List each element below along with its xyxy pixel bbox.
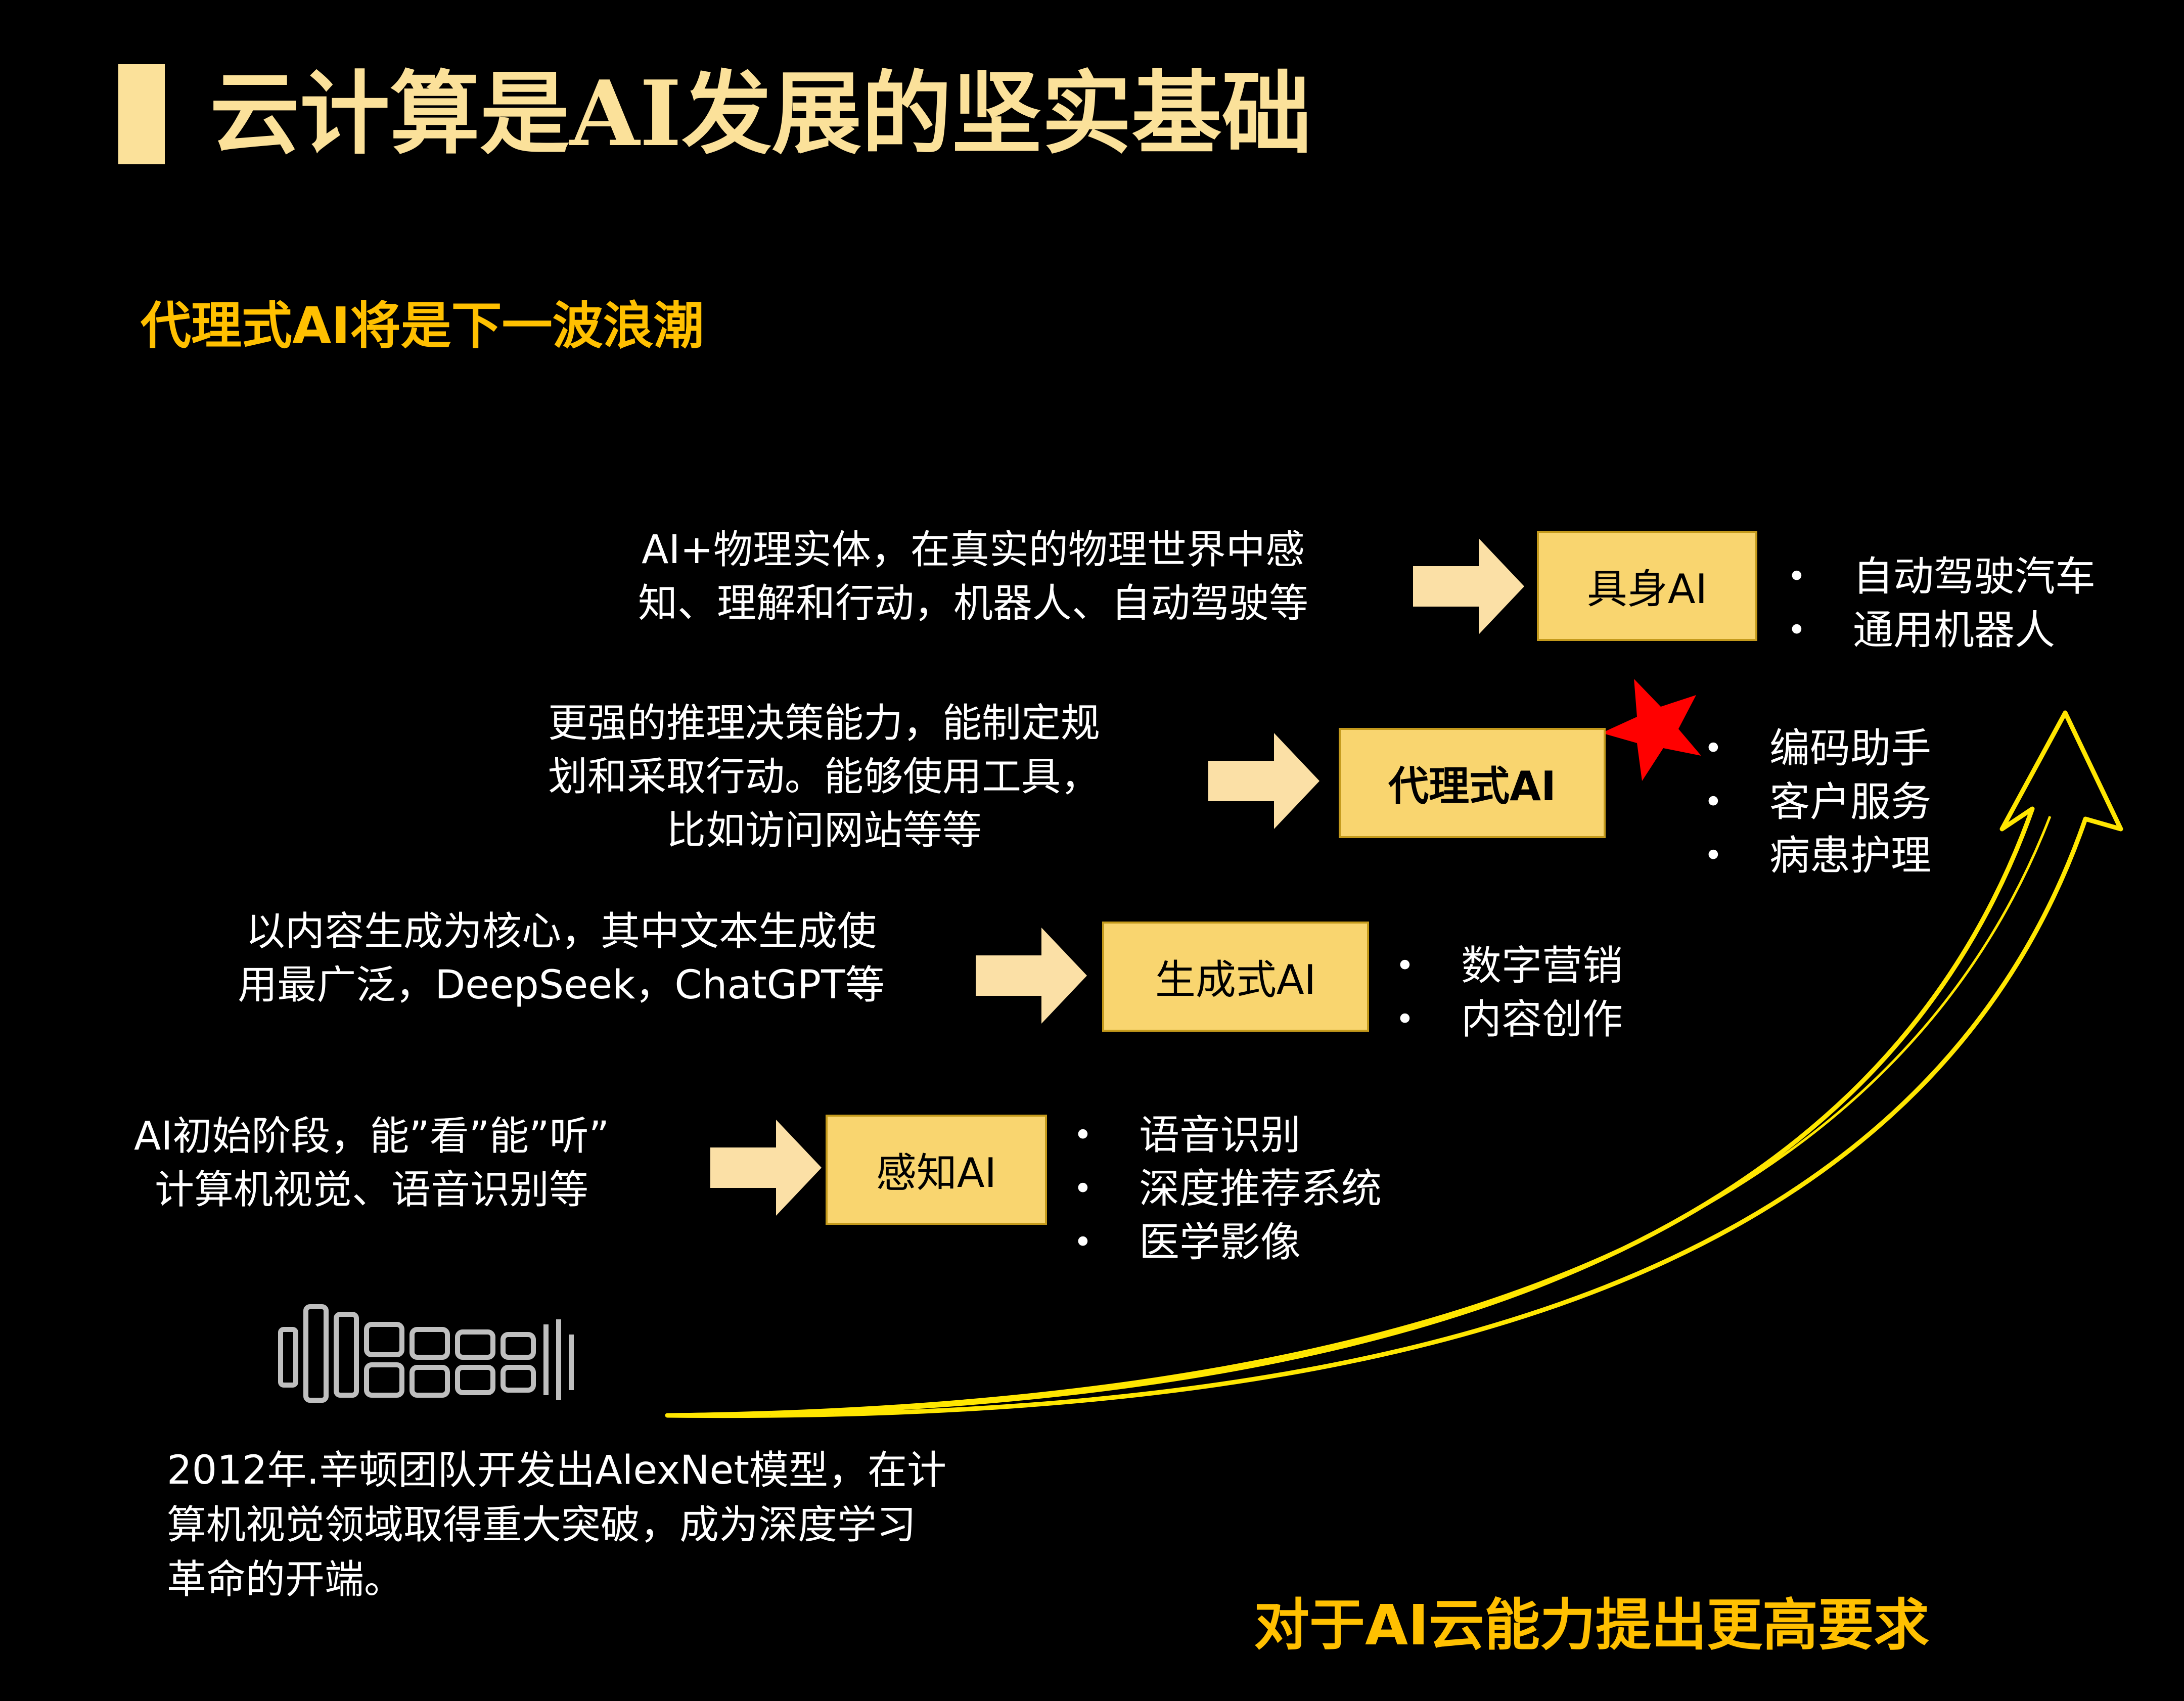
caption-line: 2012年.辛顿团队开发出AlexNet模型，在计	[167, 1448, 947, 1493]
stage-perception-description: AI初始阶段，能”看”能”听” 计算机视觉、语音识别等	[71, 1110, 672, 1217]
list-item: 自动驾驶汽车	[1787, 550, 2096, 604]
list-item: 病患护理	[1704, 829, 1931, 883]
stage-embodied-applications: 自动驾驶汽车 通用机器人	[1787, 550, 2096, 657]
stage-generative-box: 生成式AI	[1102, 922, 1369, 1032]
description-line: 划和采取行动。能够使用工具，	[548, 754, 1100, 800]
growth-curve	[665, 710, 2123, 1418]
caption-line: 算机视觉领域取得重大突破，成为深度学习	[167, 1502, 917, 1548]
description-line: 比如访问网站等等	[666, 808, 982, 853]
description-line: 更强的推理决策能力，能制定规	[548, 701, 1100, 746]
description-line: 计算机视觉、语音识别等	[154, 1167, 588, 1213]
description-line: 知、理解和行动，机器人、自动驾驶等	[638, 581, 1308, 626]
title-accent-bar	[118, 64, 165, 164]
list-item: 语音识别	[1073, 1109, 1382, 1162]
stage-embodied-description: AI+物理实体，在真实的物理世界中感 知、理解和行动，机器人、自动驾驶等	[581, 523, 1365, 630]
stage-agentic-box: 代理式AI	[1339, 728, 1606, 838]
stage-embodied-box: 具身AI	[1537, 531, 1757, 641]
list-item: 内容创作	[1395, 993, 1623, 1046]
list-item: 编码助手	[1704, 722, 1931, 775]
description-line: 以内容生成为核心，其中文本生成使	[245, 909, 877, 954]
page-subtitle: 代理式AI将是下一波浪潮	[141, 296, 704, 355]
origin-caption: 2012年.辛顿团队开发出AlexNet模型，在计 算机视觉领域取得重大突破，成…	[167, 1443, 946, 1607]
description-line: AI+物理实体，在真实的物理世界中感	[642, 527, 1305, 573]
description-line: 用最广泛，DeepSeek，ChatGPT等	[238, 962, 885, 1008]
list-item: 客户服务	[1704, 775, 1931, 829]
alexnet-logo-icon	[278, 1304, 574, 1403]
arrow-embodied	[1413, 538, 1524, 634]
list-item: 医学影像	[1073, 1216, 1382, 1269]
page-title: 云计算是AI发展的坚实基础	[210, 61, 1312, 166]
star-icon	[1602, 679, 1701, 781]
stage-agentic-applications: 编码助手 客户服务 病患护理	[1704, 722, 1931, 883]
list-item: 数字营销	[1395, 939, 1623, 993]
arrow-perception	[710, 1120, 822, 1216]
description-line: AI初始阶段，能”看”能”听”	[134, 1114, 609, 1159]
list-item: 通用机器人	[1787, 604, 2096, 657]
caption-line: 革命的开端。	[167, 1557, 404, 1602]
stage-perception-applications: 语音识别 深度推荐系统 医学影像	[1073, 1109, 1382, 1269]
stage-perception-box: 感知AI	[826, 1115, 1047, 1225]
arrow-agentic	[1208, 733, 1320, 829]
footer-conclusion: 对于AI云能力提出更高要求	[1254, 1593, 1930, 1658]
arrow-generative	[976, 928, 1087, 1024]
list-item: 深度推荐系统	[1073, 1162, 1382, 1216]
stage-generative-applications: 数字营销 内容创作	[1395, 939, 1623, 1046]
stage-agentic-description: 更强的推理决策能力，能制定规 划和采取行动。能够使用工具， 比如访问网站等等	[506, 697, 1143, 857]
stage-generative-description: 以内容生成为核心，其中文本生成使 用最广泛，DeepSeek，ChatGPT等	[192, 905, 930, 1012]
